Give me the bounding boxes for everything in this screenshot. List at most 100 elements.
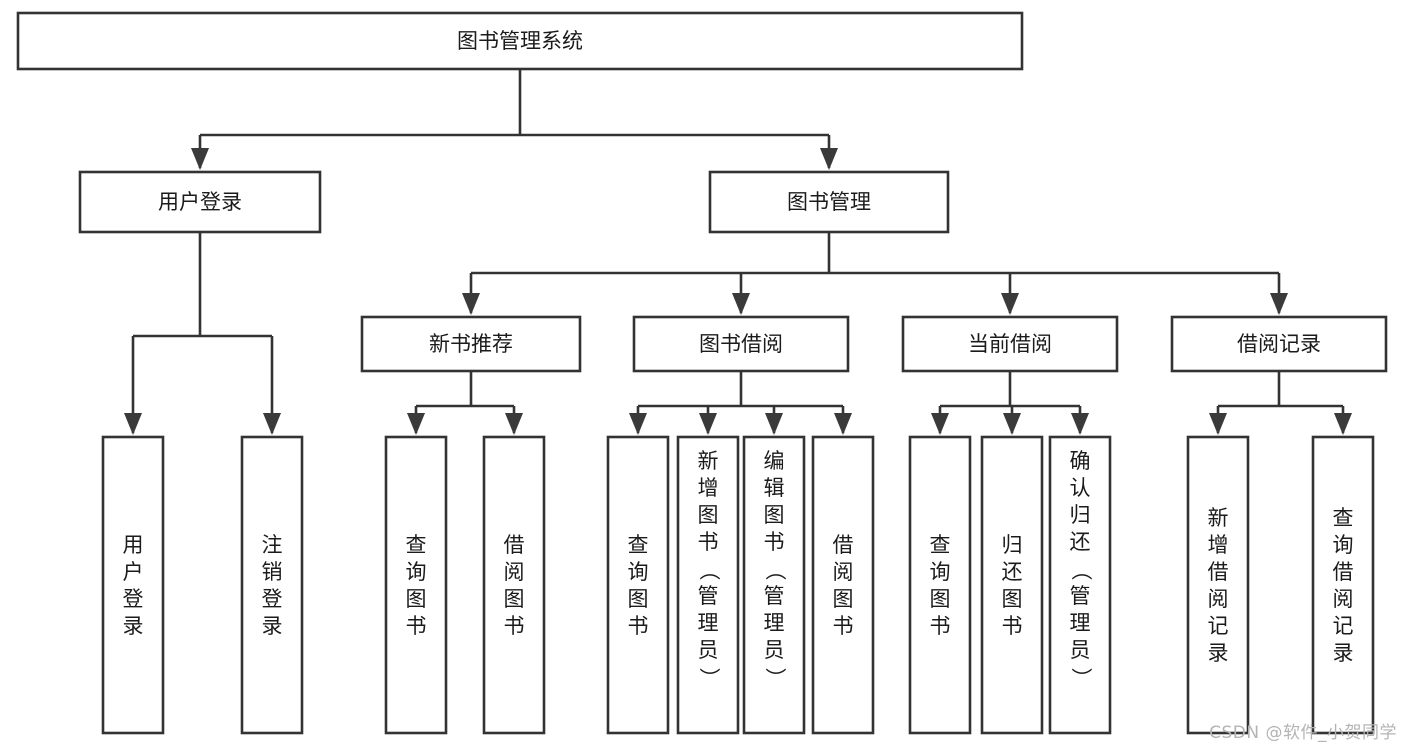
node-box[interactable] xyxy=(16,11,1024,71)
arrow-head-icon xyxy=(505,413,523,435)
node-label-char: 图 xyxy=(1002,587,1023,611)
node-box[interactable] xyxy=(1186,435,1250,735)
node-label-char: 借 xyxy=(504,533,525,557)
node-label: 图书借阅 xyxy=(699,332,783,356)
node-level3-2[interactable]: 当前借阅 xyxy=(901,315,1119,373)
node-level3-1[interactable]: 图书借阅 xyxy=(632,315,850,373)
arrow-head-icon xyxy=(1001,293,1019,315)
node-label-char: 户 xyxy=(123,560,144,584)
node-box[interactable] xyxy=(360,315,582,373)
node-label-char: 增 xyxy=(1208,533,1229,557)
node-box[interactable] xyxy=(1311,435,1375,735)
node-box[interactable] xyxy=(708,170,950,234)
node-label: 借阅记录 xyxy=(1237,332,1321,356)
node-leaf-0[interactable]: 用户登录 xyxy=(101,435,165,735)
node-label-char: 查 xyxy=(930,533,951,557)
node-level3-3[interactable]: 借阅记录 xyxy=(1170,315,1388,373)
node-label-char: 查 xyxy=(628,533,649,557)
arrow-head-icon xyxy=(1071,413,1089,435)
node-label-char: 销 xyxy=(262,560,283,584)
arrow-head-icon xyxy=(931,413,949,435)
arrow-head-icon xyxy=(1270,293,1288,315)
node-box[interactable] xyxy=(901,315,1119,373)
node-box[interactable] xyxy=(482,435,546,735)
node-box[interactable] xyxy=(384,435,448,735)
node-label-char: 书 xyxy=(698,530,719,554)
node-box[interactable] xyxy=(908,435,972,735)
node-root-0[interactable]: 图书管理系统 xyxy=(16,11,1024,71)
node-label-char: 管 xyxy=(1070,584,1091,608)
node-label-char: 书 xyxy=(833,614,854,638)
node-box[interactable] xyxy=(1048,435,1112,735)
node-label-char: 图 xyxy=(698,503,719,527)
node-label-char: 录 xyxy=(1333,641,1354,665)
node-label-char: 新 xyxy=(698,449,719,473)
node-level2-0[interactable]: 用户登录 xyxy=(78,170,322,234)
node-label-char: 图 xyxy=(764,503,785,527)
node-label-char: 用 xyxy=(123,533,144,557)
node-label-char: 图 xyxy=(833,587,854,611)
node-box[interactable] xyxy=(240,435,304,735)
node-label-char: 员 xyxy=(1070,638,1091,662)
connector-layer xyxy=(124,69,1352,435)
node-box[interactable] xyxy=(78,170,322,234)
node-label-char: 理 xyxy=(764,611,785,635)
node-label-char: ） xyxy=(697,668,721,689)
node-label-char: ） xyxy=(1069,668,1093,689)
node-box[interactable] xyxy=(606,435,670,735)
node-label-char: 编 xyxy=(764,449,785,473)
node-label-char: 员 xyxy=(764,638,785,662)
node-label-char: 查 xyxy=(1333,506,1354,530)
node-label-char: 书 xyxy=(930,614,951,638)
watermark-text: CSDN @软件_小贺同学 xyxy=(1209,723,1397,743)
node-level2-1[interactable]: 图书管理 xyxy=(708,170,950,234)
arrow-head-icon xyxy=(1209,413,1227,435)
node-label-char: 图 xyxy=(406,587,427,611)
node-label-char: 录 xyxy=(262,614,283,638)
node-box[interactable] xyxy=(632,315,850,373)
node-box[interactable] xyxy=(980,435,1044,735)
node-label-char: 录 xyxy=(123,614,144,638)
node-box[interactable] xyxy=(811,435,875,735)
node-label-char: 借 xyxy=(833,533,854,557)
node-label-char: 归 xyxy=(1070,503,1091,527)
node-level3-0[interactable]: 新书推荐 xyxy=(360,315,582,373)
arrow-head-icon xyxy=(263,413,281,435)
arrow-head-icon xyxy=(732,293,750,315)
node-label-char: 记 xyxy=(1208,614,1229,638)
node-box[interactable] xyxy=(101,435,165,735)
arrow-head-icon xyxy=(699,413,717,435)
node-label-char: 询 xyxy=(1333,533,1354,557)
node-label-char: 还 xyxy=(1070,530,1091,554)
arrow-head-icon xyxy=(1334,413,1352,435)
node-label-char: 管 xyxy=(698,584,719,608)
node-label: 新书推荐 xyxy=(429,332,513,356)
node-label-char: 记 xyxy=(1333,614,1354,638)
node-label-char: 归 xyxy=(1002,533,1023,557)
node-label-char: 阅 xyxy=(833,560,854,584)
node-label-char: 书 xyxy=(764,530,785,554)
node-box[interactable] xyxy=(1170,315,1388,373)
node-label: 用户登录 xyxy=(158,190,242,214)
arrow-head-icon xyxy=(407,413,425,435)
node-box[interactable] xyxy=(676,435,740,735)
arrow-head-icon xyxy=(462,293,480,315)
node-label-char: （ xyxy=(763,560,787,581)
node-label-char: 确 xyxy=(1070,449,1091,473)
node-box[interactable] xyxy=(742,435,806,735)
node-label-char: 理 xyxy=(1070,611,1091,635)
node-label-char: （ xyxy=(1069,560,1093,581)
